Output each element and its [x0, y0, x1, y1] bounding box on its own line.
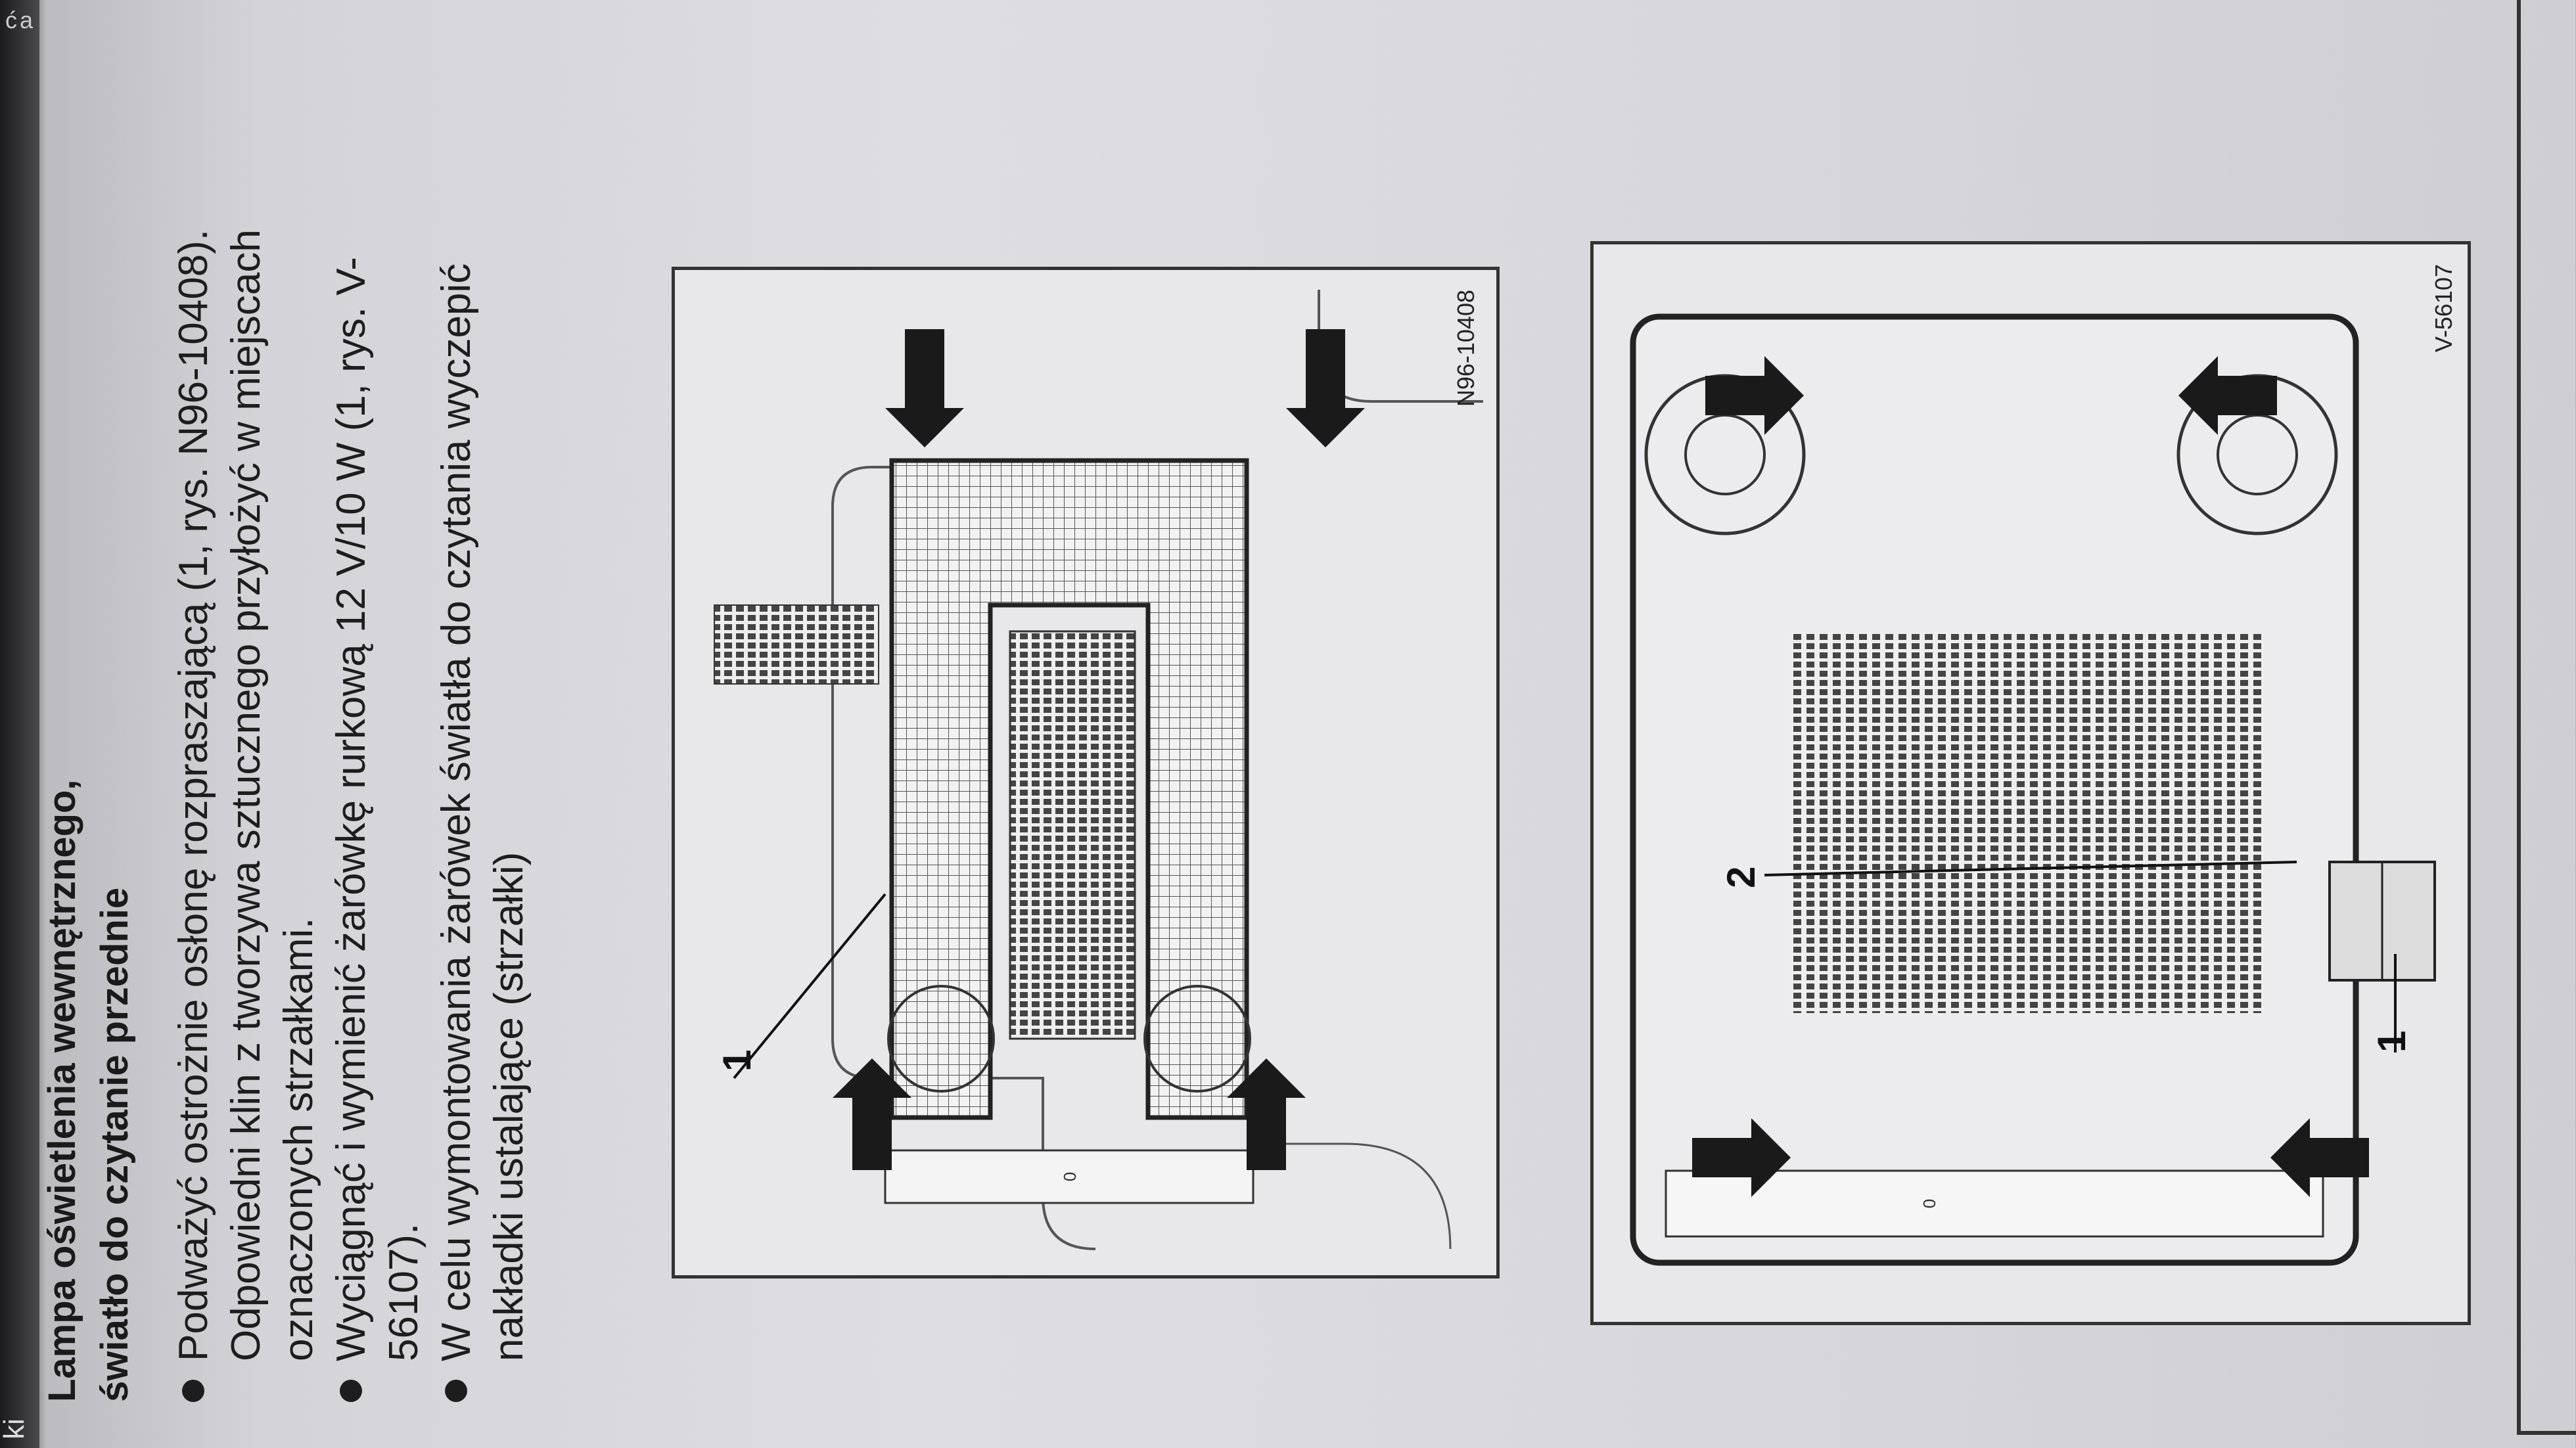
arrow-left-bottom — [1227, 1058, 1306, 1170]
margin-fragment-1: ki — [0, 1418, 30, 1439]
section-title-line-1: Lampa oświetlenia wewnętrznego, — [41, 779, 83, 1402]
arrow-clip-bottom-right — [1692, 1118, 1791, 1197]
figure-reference: N96-10408 — [1452, 290, 1479, 407]
arrow-right-top — [885, 329, 964, 447]
previous-page-edge — [0, 0, 39, 1448]
instruction-step-3: W celu wymontowania żarówek światła do c… — [430, 121, 536, 1402]
arrow-clip-top-left — [1705, 356, 1804, 435]
callout-1: 1 — [715, 1049, 759, 1072]
arrow-left-top — [833, 1058, 911, 1170]
adjacent-page-fragment — [2497, 0, 2576, 1448]
margin-fragment-3: a — [20, 7, 34, 34]
instruction-list: Podważyć ostrożnie osłonę rozpraszającą … — [168, 121, 536, 1402]
callout-1: 1 — [2370, 1030, 2414, 1052]
section-title-line-2: światło do czytanie przednie — [93, 887, 136, 1402]
figure-bulb-replacement: 0 1 2 V-56107 — [1590, 241, 2471, 1325]
lamp-housing-illustration: 0 — [1630, 313, 2436, 1266]
instruction-step-2: Wyciągnąć i wymienić żarówkę rurkową 12 … — [325, 121, 430, 1402]
svg-text:0: 0 — [1920, 1199, 1939, 1208]
margin-fragments-top: ć a — [0, 0, 39, 39]
adjacent-frame — [2517, 0, 2576, 1435]
diffuser-illustration: 0 — [714, 290, 1483, 1250]
callout-2: 2 — [1719, 866, 1763, 888]
margin-text-fragment: ki — [0, 1367, 39, 1448]
figure-diffuser-removal: 0 1 N96-10408 — [672, 267, 1500, 1278]
figure-reference: V-56107 — [2430, 264, 2457, 353]
arrow-clip-bottom-left — [2178, 356, 2277, 435]
margin-fragment-2: ć — [5, 7, 17, 34]
instruction-step-1: Podważyć ostrożnie osłonę rozpraszającą … — [168, 121, 325, 1402]
arrow-clip-top-right — [2270, 1118, 2369, 1197]
svg-text:0: 0 — [1060, 1172, 1080, 1181]
arrow-right-bottom — [1286, 329, 1365, 447]
section-title: Lampa oświetlenia wewnętrznego, światło … — [36, 154, 141, 1402]
